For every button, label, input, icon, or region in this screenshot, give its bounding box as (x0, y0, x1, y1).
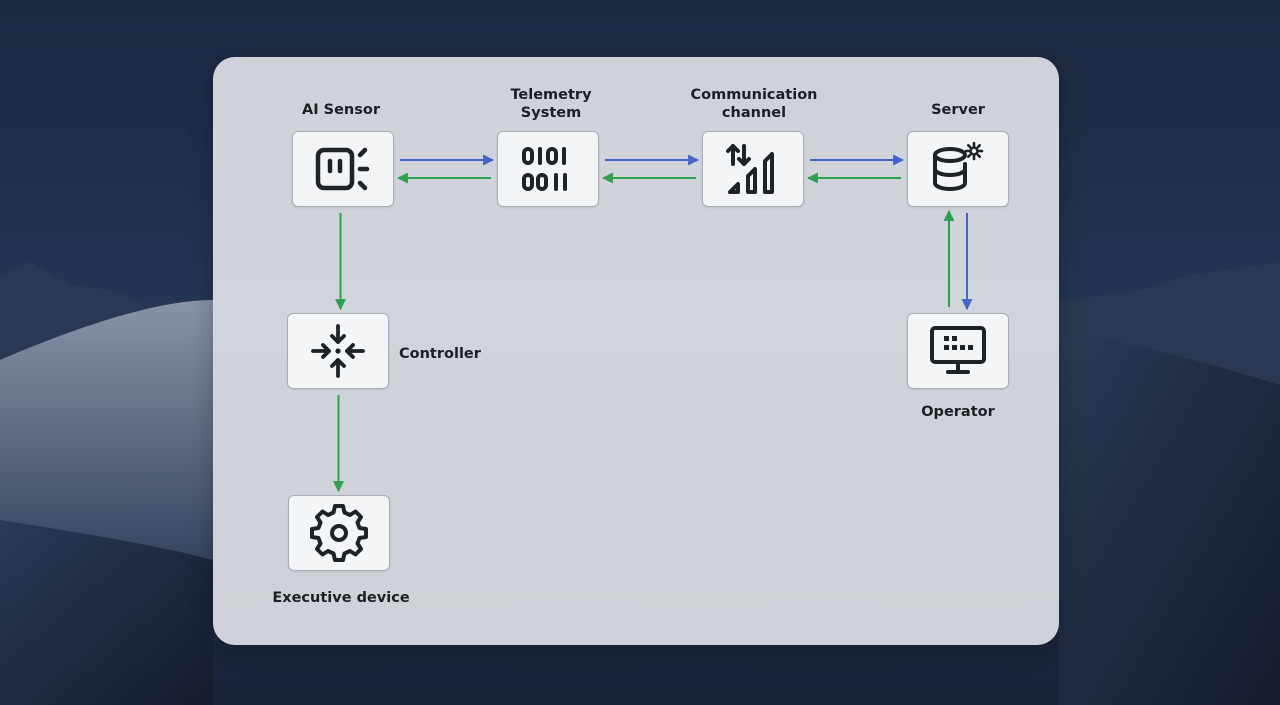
gear-icon (310, 504, 368, 562)
diagram-panel: AI Sensor Telemetry System Communication… (213, 57, 1059, 645)
executive-label: Executive device (272, 590, 410, 606)
controller-node[interactable] (287, 313, 389, 389)
telemetry-node[interactable] (497, 131, 599, 207)
server-label: Server (931, 102, 985, 118)
binary-icon (522, 147, 567, 191)
server-node[interactable] (907, 131, 1009, 207)
channel-node[interactable] (702, 131, 804, 207)
sensor-icon (315, 147, 370, 191)
monitor-icon (930, 326, 986, 374)
telemetry-label: Telemetry System (510, 87, 592, 121)
operator-node[interactable] (907, 313, 1009, 389)
channel-label: Communication channel (690, 87, 818, 121)
controller-label: Controller (399, 346, 481, 362)
ai-sensor-node[interactable] (292, 131, 394, 207)
connection-arrows (333, 154, 973, 493)
signal-icon (726, 144, 774, 194)
operator-label: Operator (921, 404, 995, 420)
ai-sensor-label: AI Sensor (301, 102, 380, 118)
executive-node[interactable] (288, 495, 390, 571)
database-gear-icon (933, 141, 984, 191)
converge-icon (311, 324, 365, 378)
